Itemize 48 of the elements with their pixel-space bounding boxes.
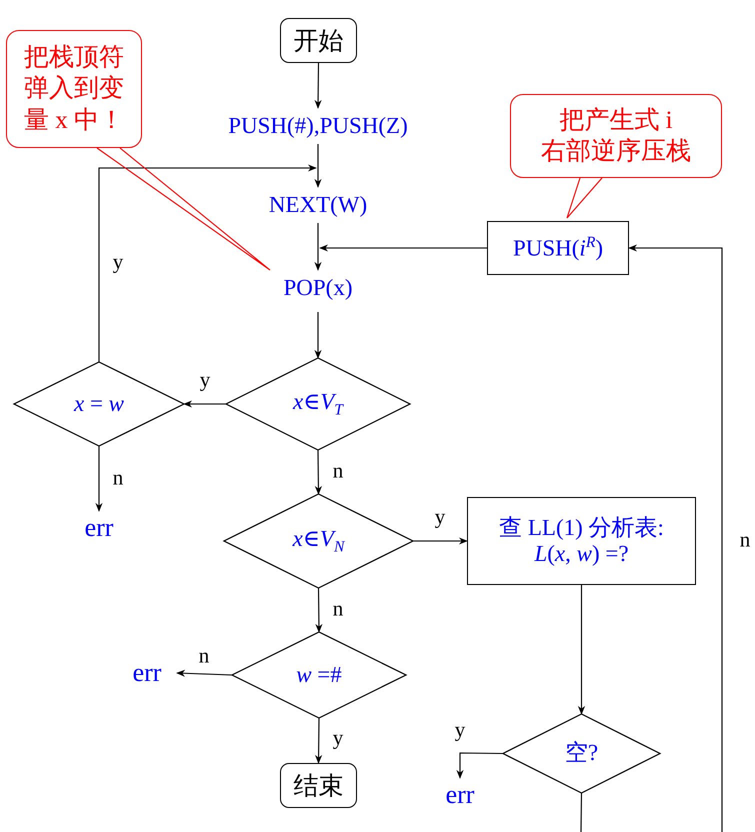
- arrow: [578, 585, 586, 715]
- speech-bubble: [6, 30, 142, 148]
- step-text: PUSH(#),PUSH(Z): [188, 108, 448, 144]
- callout-pointer: [566, 177, 603, 219]
- arrow: [183, 400, 226, 408]
- arrow: [314, 63, 322, 109]
- arrow: [314, 223, 322, 271]
- decision-diamond: [232, 632, 406, 718]
- step-text: L(x, w) =?: [534, 541, 629, 568]
- arrow: [176, 670, 232, 677]
- step-text: POP(x): [274, 270, 362, 306]
- error-text: err: [430, 778, 490, 812]
- arrow: [319, 244, 487, 252]
- process-box: [467, 497, 696, 585]
- arrow: [628, 244, 723, 832]
- arrow: [314, 312, 322, 359]
- callout-text: 把栈顶符弹入到变量 x 中！: [23, 43, 125, 136]
- terminal-box: [280, 18, 357, 63]
- arrow: [315, 588, 322, 633]
- arrow: [456, 752, 503, 779]
- condition-text: 空?: [564, 740, 598, 767]
- callout-pointer: [96, 147, 271, 271]
- speech-bubble: [510, 94, 722, 178]
- condition-text: x∈V$_{T}$: [292, 388, 343, 420]
- step-text: NEXT(W): [248, 187, 388, 223]
- decision-diamond: [226, 358, 410, 450]
- condition-text: x∈V$_{N}$: [292, 526, 344, 556]
- arrow: [314, 144, 322, 188]
- connector-line: [580, 793, 582, 832]
- step-text: 结束: [294, 772, 344, 802]
- arrow: [98, 164, 317, 362]
- step-text: 查 LL(1) 分析表:: [499, 514, 664, 541]
- decision-diamond: [224, 494, 413, 588]
- terminal-box: [280, 763, 357, 808]
- arrow: [413, 537, 468, 545]
- step-text: PUSH(i$^{R}$): [512, 234, 604, 262]
- condition-text: w =#: [296, 662, 342, 688]
- decision-diamond: [14, 362, 184, 446]
- step-text: 开始: [294, 27, 344, 57]
- arrow: [314, 450, 322, 495]
- error-text: err: [69, 511, 129, 545]
- decision-diamond: [503, 714, 660, 793]
- arrow: [95, 446, 103, 512]
- arrow: [315, 718, 322, 764]
- process-box: [487, 221, 629, 275]
- condition-text: x = w: [74, 390, 124, 418]
- callout-text: 把产生式 i 右部逆序压栈: [540, 106, 692, 167]
- error-text: err: [117, 656, 177, 690]
